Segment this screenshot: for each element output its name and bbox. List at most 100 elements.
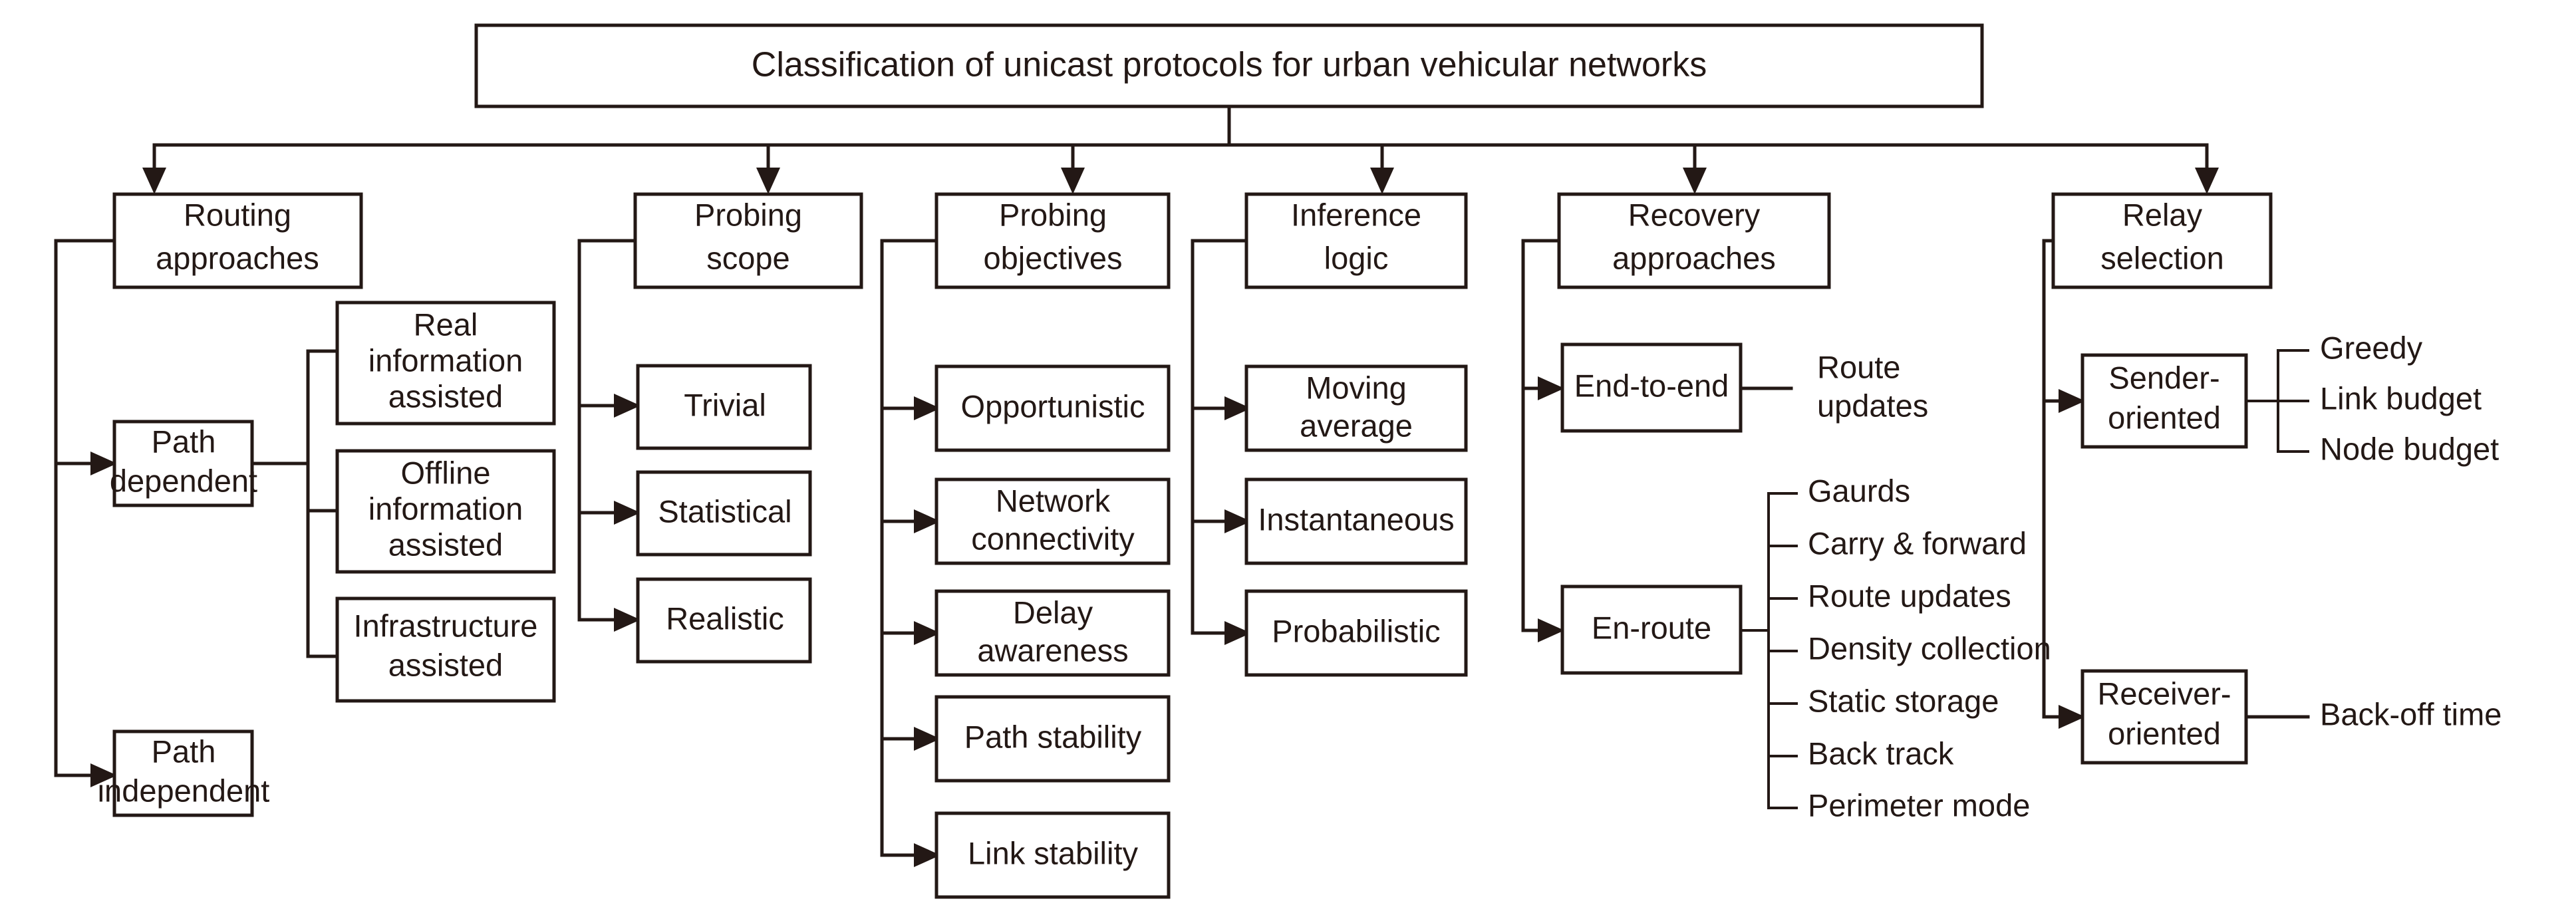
node-relay-selection-label-1: Relay xyxy=(2122,197,2203,232)
node-infrastructure-assisted-label-1: Infrastructure xyxy=(354,608,538,643)
node-routing-approaches-label-2: approaches xyxy=(156,240,319,275)
node-instantaneous[interactable]: Instantaneous xyxy=(1244,477,1468,565)
node-infrastructure-assisted-box[interactable] xyxy=(335,596,556,703)
node-en-route[interactable]: En-route xyxy=(1560,585,1743,675)
node-end-to-end[interactable]: End-to-end xyxy=(1560,342,1743,433)
leaf-gaurds[interactable]: Gaurds xyxy=(1808,473,1910,508)
node-probing-objectives-box[interactable] xyxy=(934,192,1171,289)
branch-probing-scope[interactable]: Probing scope xyxy=(633,192,863,289)
node-receiver-oriented-label-2: oriented xyxy=(2108,716,2221,751)
node-realistic-box[interactable] xyxy=(636,577,812,664)
node-delay-awareness[interactable]: Delay awareness xyxy=(934,589,1171,677)
node-infrastructure-assisted[interactable]: Infrastructure assisted xyxy=(335,596,556,703)
node-moving-average-label-1: Moving xyxy=(1306,370,1407,405)
node-real-information-assisted[interactable]: Real information assisted xyxy=(335,301,556,426)
node-offline-information-assisted-label-1: Offline xyxy=(401,455,491,490)
node-path-dependent-box[interactable] xyxy=(112,420,254,507)
node-instantaneous-box[interactable] xyxy=(1244,477,1468,565)
node-opportunistic[interactable]: Opportunistic xyxy=(934,364,1171,452)
node-probing-scope-box[interactable] xyxy=(633,192,863,289)
arrow-probing-objectives xyxy=(1061,168,1085,194)
arrow-statistical xyxy=(614,501,641,525)
node-statistical-label: Statistical xyxy=(658,493,791,529)
arrow-instantaneous xyxy=(1224,509,1251,533)
arrow-trivial xyxy=(614,394,641,418)
node-network-connectivity-box[interactable] xyxy=(934,477,1171,565)
node-probing-scope-label-2: scope xyxy=(706,240,789,275)
leaf-route-updates-line-2: updates xyxy=(1817,388,1928,423)
leaf-route-updates-end-to-end[interactable]: Route updates xyxy=(1817,349,1928,423)
node-relay-selection-box[interactable] xyxy=(2051,192,2273,289)
receiver-oriented-leaf-list: Back-off time xyxy=(2320,696,2502,731)
node-path-independent[interactable]: Path independent xyxy=(98,729,270,817)
node-network-connectivity-label-1: Network xyxy=(996,483,1111,518)
leaf-carry-and-forward[interactable]: Carry & forward xyxy=(1808,525,2027,561)
node-path-stability[interactable]: Path stability xyxy=(934,695,1171,783)
node-opportunistic-box[interactable] xyxy=(934,364,1171,452)
node-routing-approaches-box[interactable] xyxy=(112,192,363,289)
arrow-path-independent xyxy=(90,763,117,787)
node-receiver-oriented-box[interactable] xyxy=(2080,669,2248,765)
leaf-node-budget[interactable]: Node budget xyxy=(2320,431,2499,466)
leaf-link-budget[interactable]: Link budget xyxy=(2320,380,2482,416)
node-inference-logic-box[interactable] xyxy=(1244,192,1468,289)
node-sender-oriented-label-1: Sender- xyxy=(2108,360,2219,395)
leaf-static-storage[interactable]: Static storage xyxy=(1808,683,1999,718)
node-trivial-box[interactable] xyxy=(636,364,812,450)
leaf-back-off-time[interactable]: Back-off time xyxy=(2320,696,2502,731)
node-probing-objectives-label-1: Probing xyxy=(999,197,1107,232)
branch-recovery-approaches[interactable]: Recovery approaches xyxy=(1557,192,1831,289)
leaf-density-collection[interactable]: Density collection xyxy=(1808,630,2051,666)
node-trivial[interactable]: Trivial xyxy=(636,364,812,450)
root-node-box[interactable] xyxy=(474,23,1984,108)
node-probabilistic[interactable]: Probabilistic xyxy=(1244,589,1468,677)
node-path-independent-box[interactable] xyxy=(112,729,254,817)
node-delay-awareness-box[interactable] xyxy=(934,589,1171,677)
arrow-delay-awareness xyxy=(914,621,940,645)
node-real-information-assisted-label-2: information xyxy=(368,342,523,378)
node-real-information-assisted-box[interactable] xyxy=(335,301,556,426)
branch-inference-logic[interactable]: Inference logic xyxy=(1244,192,1468,289)
connector-probing-objectives-spine xyxy=(880,239,940,867)
node-sender-oriented-box[interactable] xyxy=(2080,353,2248,449)
node-recovery-approaches-box[interactable] xyxy=(1557,192,1831,289)
arrow-realistic xyxy=(614,608,641,632)
node-realistic[interactable]: Realistic xyxy=(636,577,812,664)
leaf-greedy[interactable]: Greedy xyxy=(2320,330,2423,365)
node-link-stability[interactable]: Link stability xyxy=(934,811,1171,899)
arrow-routing-approaches xyxy=(142,168,166,194)
branch-relay-selection[interactable]: Relay selection xyxy=(2051,192,2273,289)
node-offline-information-assisted-box[interactable] xyxy=(335,449,556,574)
node-path-stability-box[interactable] xyxy=(934,695,1171,783)
node-receiver-oriented[interactable]: Receiver- oriented xyxy=(2080,669,2248,765)
node-inference-logic-label-2: logic xyxy=(1324,240,1389,275)
node-probabilistic-box[interactable] xyxy=(1244,589,1468,677)
node-moving-average-label-2: average xyxy=(1300,408,1413,443)
branch-routing-approaches[interactable]: Routing approaches xyxy=(112,192,363,289)
leaf-perimeter-mode[interactable]: Perimeter mode xyxy=(1808,787,2030,823)
node-delay-awareness-label-2: awareness xyxy=(977,632,1128,668)
node-sender-oriented[interactable]: Sender- oriented xyxy=(2080,353,2248,449)
arrow-receiver-oriented xyxy=(2059,705,2085,729)
node-statistical[interactable]: Statistical xyxy=(636,470,812,557)
node-path-dependent[interactable]: Path dependent xyxy=(110,420,257,507)
connector-en-route-bracket xyxy=(1739,492,1798,809)
arrow-moving-average xyxy=(1224,396,1251,420)
node-network-connectivity[interactable]: Network connectivity xyxy=(934,477,1171,565)
connector-recovery-approaches-spine xyxy=(1521,239,1564,642)
node-offline-information-assisted-label-3: assisted xyxy=(388,527,503,562)
node-link-stability-box[interactable] xyxy=(934,811,1171,899)
node-en-route-box[interactable] xyxy=(1560,585,1743,675)
leaf-route-updates[interactable]: Route updates xyxy=(1808,578,2011,613)
node-sender-oriented-label-2: oriented xyxy=(2108,400,2221,435)
node-moving-average[interactable]: Moving average xyxy=(1244,364,1468,452)
branch-probing-objectives[interactable]: Probing objectives xyxy=(934,192,1171,289)
node-instantaneous-label: Instantaneous xyxy=(1258,501,1454,537)
leaf-back-track[interactable]: Back track xyxy=(1808,735,1954,771)
root-connector-bus xyxy=(142,104,2219,194)
node-moving-average-box[interactable] xyxy=(1244,364,1468,452)
node-offline-information-assisted[interactable]: Offline information assisted xyxy=(335,449,556,574)
root-node[interactable]: Classification of unicast protocols for … xyxy=(474,23,1984,108)
node-statistical-box[interactable] xyxy=(636,470,812,557)
